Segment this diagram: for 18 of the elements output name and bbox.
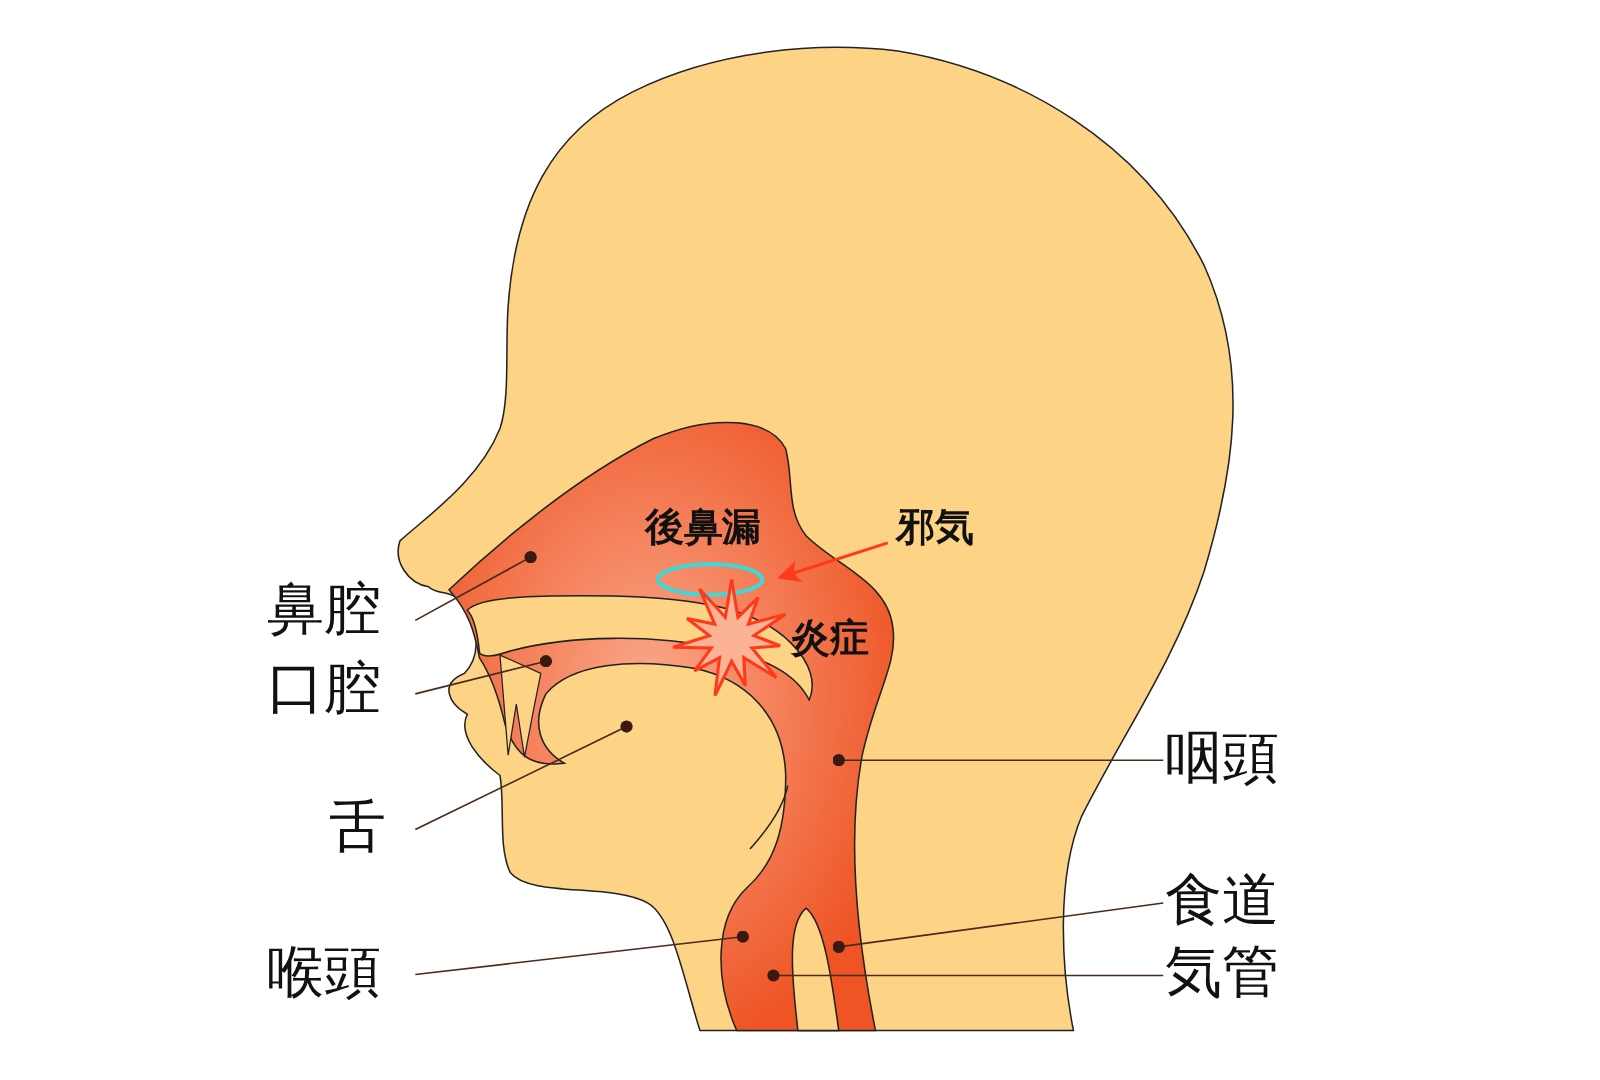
leader-line	[414, 655, 553, 695]
leader-line	[414, 551, 537, 622]
leader-line	[832, 902, 1165, 954]
cause-label: 邪気	[895, 504, 974, 549]
symptom-label: 炎症	[790, 615, 869, 661]
symptom-label: 後鼻漏	[644, 504, 762, 549]
part-label: 口腔	[267, 657, 382, 719]
part-label: 咽頭	[1165, 726, 1280, 788]
leader-line	[832, 754, 1165, 767]
leader-line	[767, 969, 1165, 982]
part-label: 鼻腔	[267, 577, 382, 639]
part-label: 舌	[328, 795, 386, 858]
leader-line	[414, 930, 749, 976]
arrow	[777, 541, 889, 583]
part-label: 喉頭	[267, 940, 382, 1003]
part-label: 気管	[1165, 940, 1280, 1003]
part-label: 食道	[1165, 869, 1280, 931]
leader-line	[414, 720, 633, 831]
